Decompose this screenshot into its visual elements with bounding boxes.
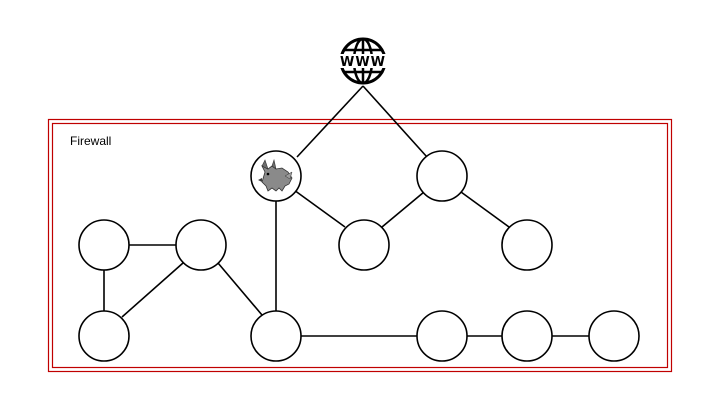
node-bottom-center — [250, 310, 302, 362]
firewall-border-outer — [47, 118, 673, 373]
wolf-icon — [258, 158, 293, 192]
connections — [103, 85, 589, 337]
node-bottom-right-2 — [501, 310, 553, 362]
compromised-node — [250, 150, 302, 202]
node-mid — [338, 219, 390, 271]
nodes — [78, 150, 640, 362]
edge-center-left-bottom-center — [217, 262, 263, 316]
node-center-left — [175, 219, 227, 271]
firewall-zone — [47, 118, 673, 373]
node-left-bottom — [78, 310, 130, 362]
edge-internet-node-top-right — [362, 85, 428, 158]
firewall-label: Firewall — [70, 134, 112, 148]
node-far-right — [501, 219, 553, 271]
edge-wolf-node-mid — [293, 189, 346, 228]
firewall-border-inner — [51, 122, 669, 369]
edge-internet-wolf — [296, 85, 364, 158]
node-top-right — [416, 150, 468, 202]
node-left-top — [78, 219, 130, 271]
globe-www-icon: WWW — [336, 37, 390, 85]
node-bottom-right-3 — [588, 310, 640, 362]
edge-top-right-node-far-right — [460, 191, 510, 228]
edge-top-right-node-mid — [381, 191, 425, 228]
node-bottom-right-1 — [416, 310, 468, 362]
internet-label: WWW — [340, 55, 386, 70]
edge-center-left-left-bottom — [121, 262, 184, 318]
